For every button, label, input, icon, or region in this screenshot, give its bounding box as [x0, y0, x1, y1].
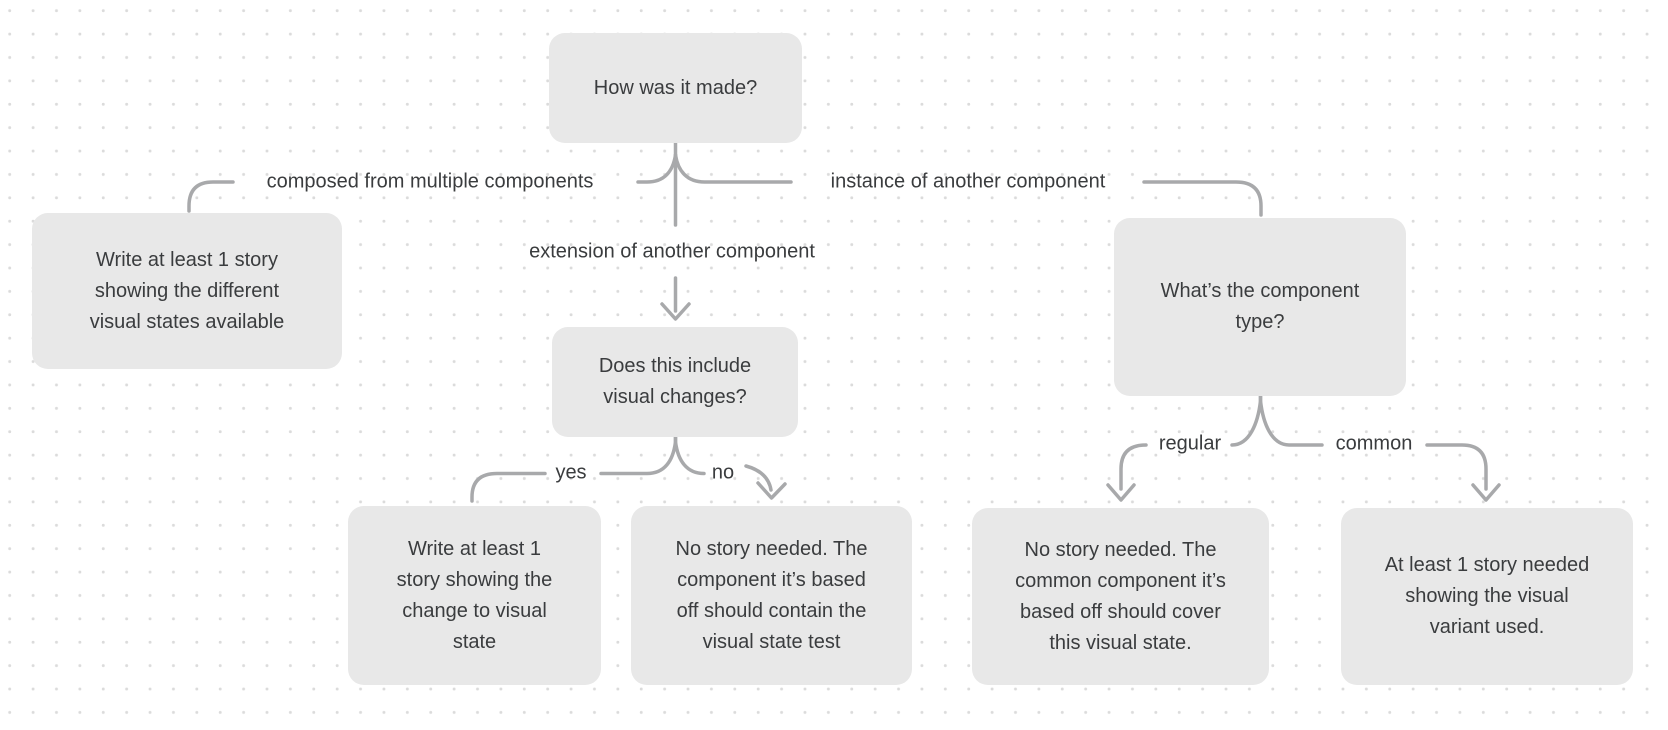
edge-label-composed-from-multiple-components[interactable]: composed from multiple components: [266, 170, 594, 193]
edge-instance-junction: [673, 153, 793, 184]
node-does-this-include-visual-changes[interactable]: Does this include visual changes?: [552, 327, 798, 437]
edge-regular-fork: [1230, 393, 1263, 447]
edge-yes-fork: [599, 434, 678, 476]
edge-regular-arrowhead: [1106, 483, 1136, 502]
edge-common-arrowhead: [1471, 483, 1501, 502]
edge-regular-shaft: [1119, 443, 1148, 491]
node-how-was-it-made[interactable]: How was it made?: [549, 33, 802, 143]
edge-extension-arrowhead: [660, 302, 691, 321]
node-how-was-it-made-text: How was it made?: [593, 76, 758, 99]
node-write-story-visual-states[interactable]: Write at least 1 story showing the diffe…: [32, 213, 342, 369]
edge-label-common[interactable]: common: [1335, 432, 1413, 455]
edge-no-arrowhead: [756, 481, 787, 500]
edge-composed-into-box: [187, 180, 235, 213]
edge-common-shaft: [1425, 443, 1488, 491]
node-write-story-change-visual-state-text: Write at least 1 story showing the chang…: [396, 537, 553, 653]
edge-label-instance-of-another-component[interactable]: instance of another component: [830, 170, 1106, 193]
node-does-this-include-visual-changes-text: Does this include visual changes?: [598, 355, 752, 408]
edge-label-regular[interactable]: regular: [1158, 432, 1222, 455]
edge-no-fork: [673, 434, 706, 476]
node-whats-the-component-type[interactable]: What’s the component type?: [1114, 218, 1406, 396]
edge-no-shaft: [744, 464, 773, 492]
edge-yes-into-box: [470, 471, 547, 503]
node-whats-the-component-type-text: What’s the component type?: [1160, 280, 1360, 333]
node-write-story-visual-states-text: Write at least 1 story showing the diffe…: [89, 248, 285, 333]
node-story-visual-variant-used-text: At least 1 story needed showing the visu…: [1384, 554, 1590, 638]
edge-label-yes[interactable]: yes: [555, 461, 587, 484]
edge-composed-junction: [636, 153, 678, 184]
edge-common-fork: [1258, 393, 1324, 447]
node-write-story-change-visual-state[interactable]: Write at least 1 story showing the chang…: [348, 506, 601, 685]
node-no-story-common-component[interactable]: No story needed. The common component it…: [972, 508, 1269, 685]
edge-label-extension-of-another-component[interactable]: extension of another component: [529, 240, 815, 263]
edge-label-no[interactable]: no: [711, 461, 735, 484]
node-no-story-component-based-off[interactable]: No story needed. The component it’s base…: [631, 506, 912, 685]
edge-instance-into-box: [1142, 180, 1263, 217]
node-no-story-common-component-text: No story needed. The common component it…: [1015, 538, 1226, 654]
node-story-visual-variant-used[interactable]: At least 1 story needed showing the visu…: [1341, 508, 1633, 685]
node-no-story-component-based-off-text: No story needed. The component it’s base…: [675, 537, 868, 653]
